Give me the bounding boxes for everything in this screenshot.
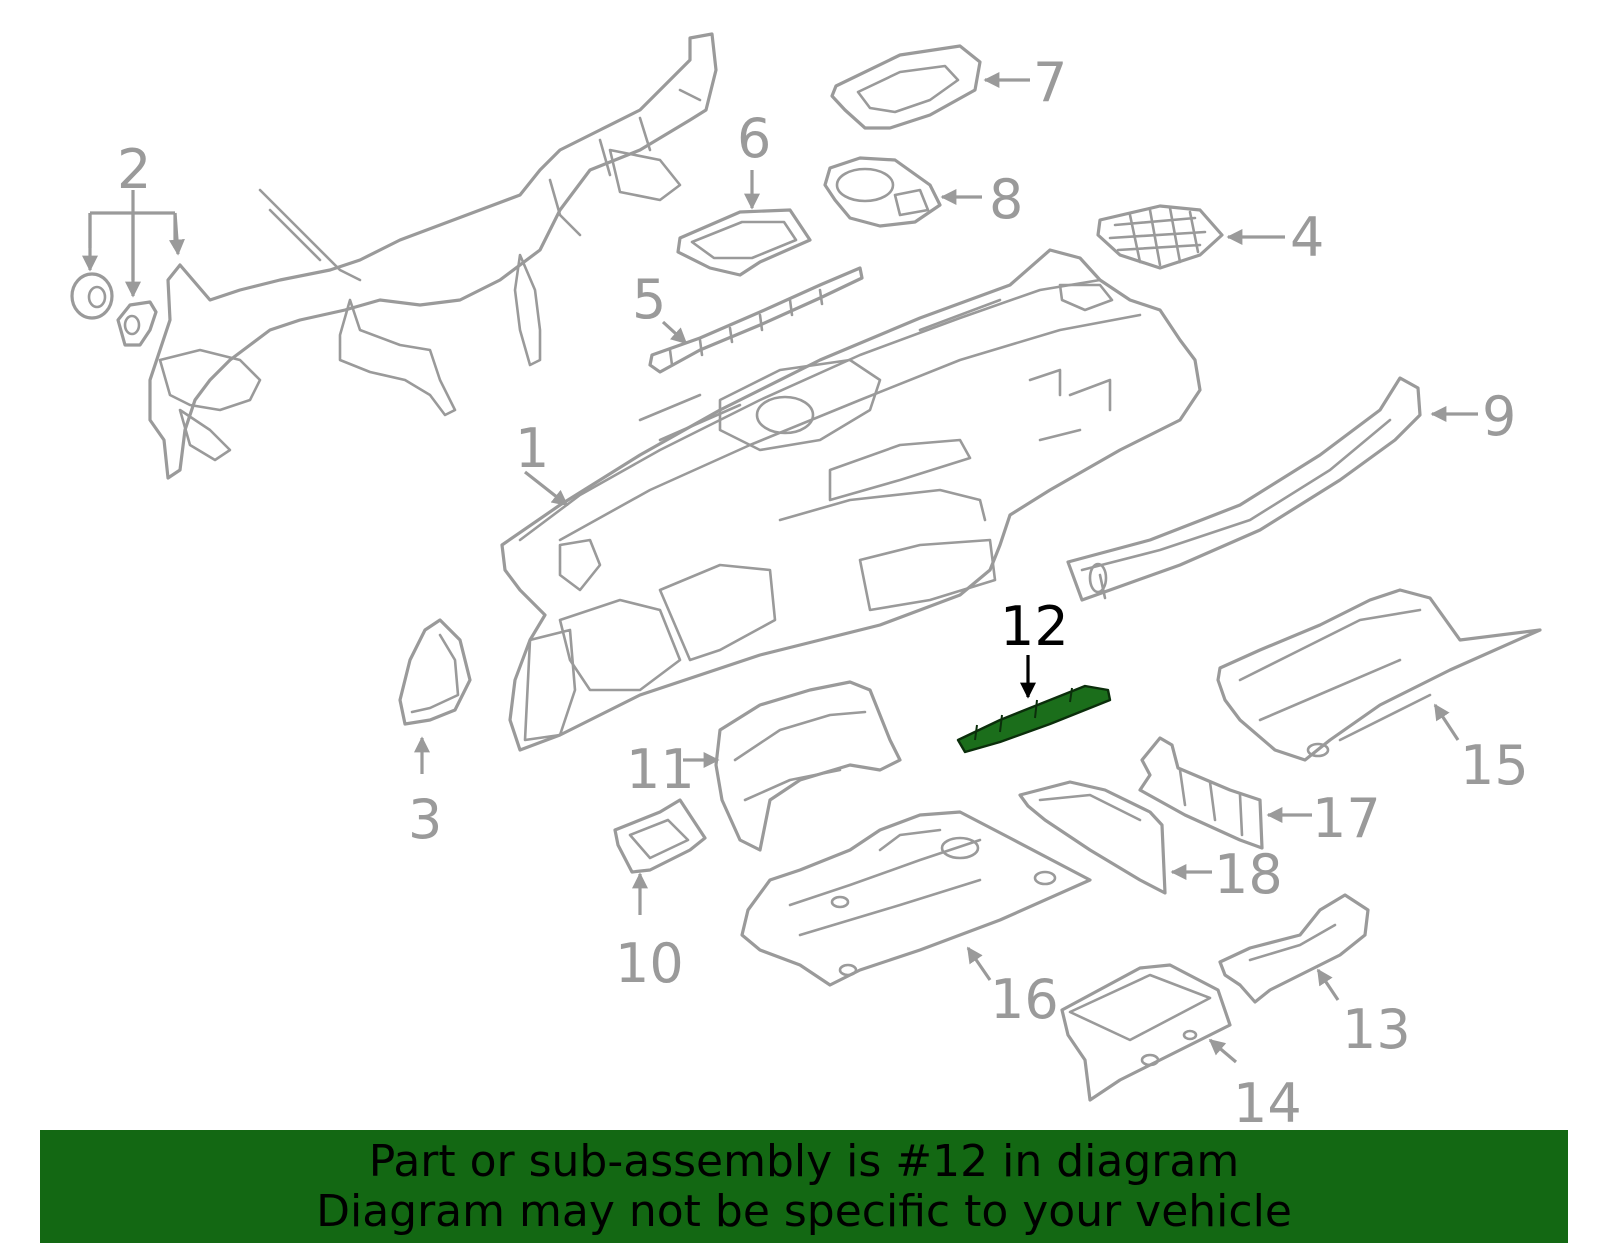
part-18-knee-trim <box>1018 780 1167 895</box>
callout-18: 18 <box>1214 843 1283 906</box>
part-7-trim-bezel <box>830 44 982 130</box>
parts-diagram: 1 2 3 4 5 6 7 8 9 10 11 12 13 14 15 16 1… <box>70 32 1542 1130</box>
part-6-trim-panel <box>676 208 812 277</box>
part-17-side-bracket <box>1138 736 1264 850</box>
part-14-glove-box <box>1060 963 1232 1102</box>
part-13-trim-cover <box>1218 893 1370 1004</box>
callout-4: 4 <box>1290 206 1324 269</box>
info-banner: Part or sub-assembly is #12 in diagram D… <box>40 1130 1568 1243</box>
callout-10: 10 <box>615 932 684 995</box>
part-1-instrument-panel <box>500 248 1202 752</box>
callout-14: 14 <box>1233 1072 1302 1130</box>
part-4-vent-grille <box>1096 204 1224 270</box>
callout-numbers: 1 2 3 4 5 6 7 8 9 10 11 12 13 14 15 16 1… <box>117 51 1529 1130</box>
callout-17: 17 <box>1312 787 1381 850</box>
callout-2: 2 <box>117 138 151 201</box>
callout-13: 13 <box>1342 998 1411 1061</box>
banner-line-1: Part or sub-assembly is #12 in diagram <box>368 1135 1240 1187</box>
callout-6: 6 <box>737 107 771 170</box>
callout-15: 15 <box>1460 734 1529 797</box>
callout-3: 3 <box>408 788 442 851</box>
callout-9: 9 <box>1482 385 1516 448</box>
part-8-cup-holder <box>823 156 942 228</box>
part-11-cluster-hood <box>714 680 902 852</box>
callout-16: 16 <box>990 968 1059 1031</box>
part-9-lower-trim-strip <box>1066 376 1422 602</box>
part-12-highlighted-bracket <box>956 684 1112 754</box>
callout-5: 5 <box>632 268 666 331</box>
part-2-cross-car-beam <box>148 32 718 480</box>
callout-7: 7 <box>1033 51 1067 114</box>
part-5-defroster-duct <box>648 266 864 374</box>
leader-lines <box>82 72 1478 1064</box>
part-16-lower-panel <box>740 810 1092 987</box>
callout-12: 12 <box>1000 595 1069 658</box>
callout-8: 8 <box>989 168 1023 231</box>
callout-1: 1 <box>515 417 549 480</box>
part-2-bushings <box>70 272 158 347</box>
part-3-end-cap <box>398 618 472 726</box>
part-10-small-bezel <box>613 798 707 874</box>
part-15-underside-panel <box>1216 588 1542 762</box>
callout-11: 11 <box>626 738 695 801</box>
banner-line-2: Diagram may not be specific to your vehi… <box>316 1185 1292 1237</box>
